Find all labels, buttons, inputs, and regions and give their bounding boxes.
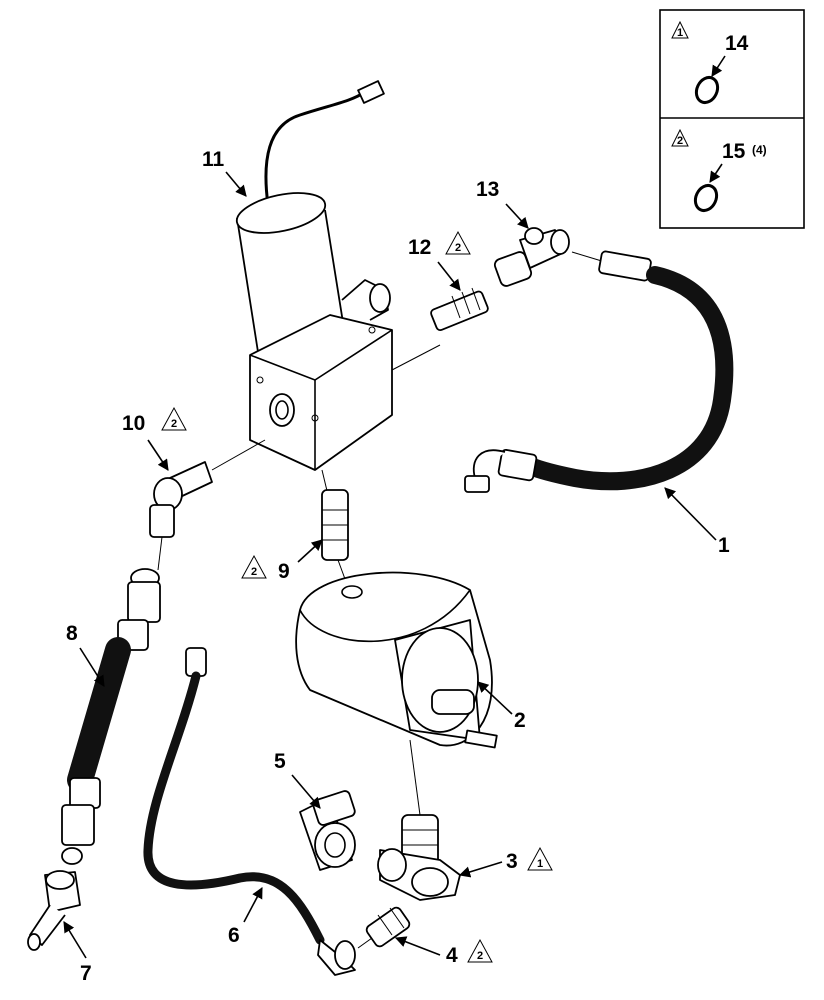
elbow-13	[493, 227, 570, 287]
o-ring-15	[693, 183, 719, 213]
callout-15: 15	[722, 140, 746, 163]
svg-text:1: 1	[537, 858, 543, 870]
callout-11: 11	[202, 148, 225, 171]
callout-6: 6	[228, 924, 240, 947]
svg-text:2: 2	[171, 418, 177, 430]
fitting-12	[430, 287, 489, 332]
note-triangle-1: 1	[671, 20, 689, 39]
note-triangle-2: 2	[671, 128, 689, 147]
hose-8	[61, 568, 161, 865]
callout-4: 4	[446, 944, 458, 967]
o-ring-14	[694, 75, 720, 105]
note-9: 2	[241, 554, 267, 579]
note-12: 2	[445, 230, 471, 255]
callout-7: 7	[80, 962, 92, 985]
callout-8: 8	[66, 622, 78, 645]
callout-9: 9	[278, 560, 290, 583]
callout-5: 5	[274, 750, 286, 773]
svg-text:2: 2	[677, 135, 683, 147]
callout-13: 13	[476, 178, 499, 201]
callout-3: 3	[506, 850, 518, 873]
hose-1	[464, 250, 734, 493]
svg-text:2: 2	[455, 242, 461, 254]
tee-3	[377, 814, 461, 901]
elbow-7	[27, 870, 81, 951]
connector-plug	[357, 80, 385, 104]
callout-2: 2	[514, 709, 526, 732]
motor-valve-assembly	[235, 80, 441, 496]
callout-10: 10	[122, 412, 145, 435]
quantity-15: (4)	[752, 143, 767, 157]
port-hole	[269, 393, 295, 427]
pump-2	[295, 571, 498, 816]
elbow-10	[149, 439, 266, 571]
callout-12: 12	[408, 236, 431, 259]
note-3: 1	[527, 846, 553, 871]
inset-box: 1 2 14 15 (4)	[659, 9, 805, 229]
note-10: 2	[161, 406, 187, 431]
svg-text:1: 1	[677, 27, 683, 39]
elbow-5	[299, 790, 356, 871]
note-4: 2	[467, 938, 493, 963]
callout-14: 14	[725, 32, 749, 55]
svg-text:2: 2	[251, 566, 257, 578]
fitting-4	[365, 906, 411, 948]
callout-1: 1	[718, 534, 730, 557]
hose-6	[143, 647, 373, 976]
svg-text:2: 2	[477, 950, 483, 962]
callout-labels: 1 2 3 1 4 2 5 6 7 8 9 2 10	[63, 148, 730, 985]
